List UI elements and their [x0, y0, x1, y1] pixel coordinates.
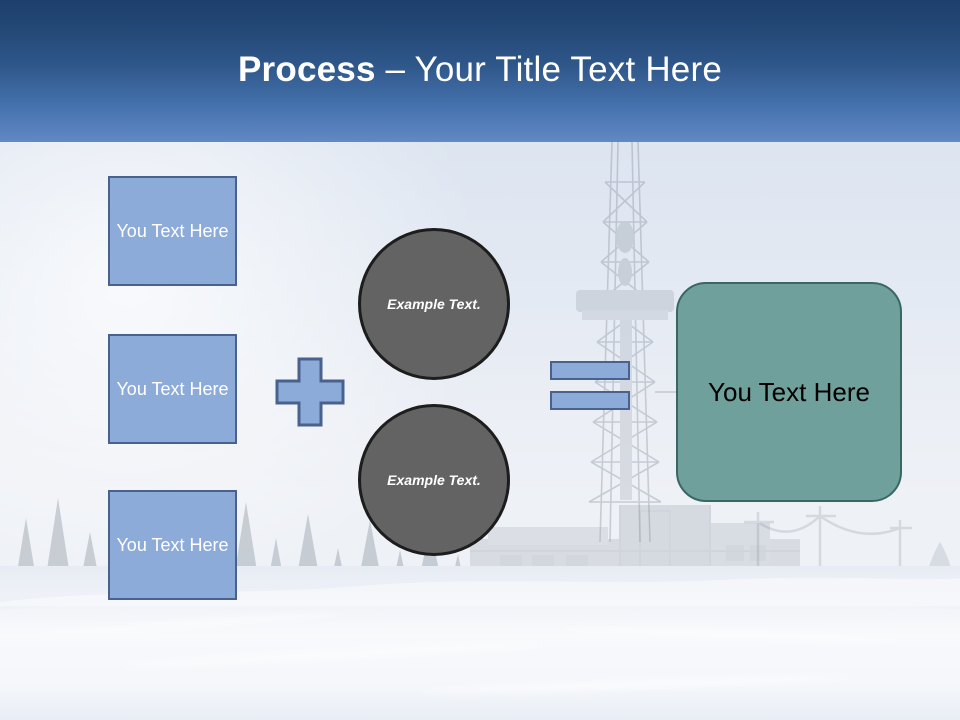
page-title: Process – Your Title Text Here — [0, 48, 960, 92]
input-box-2-label: You Text Here — [116, 379, 229, 399]
snow-road — [0, 596, 960, 720]
input-box-1-label: You Text Here — [116, 221, 229, 241]
modifier-circle-2-label: Example Text. — [387, 471, 481, 488]
equals-sign-icon — [550, 361, 630, 411]
input-box-3-label: You Text Here — [116, 535, 229, 555]
equals-bar-top — [550, 361, 630, 380]
result-box-label: You Text Here — [708, 376, 870, 407]
drilling-derrick-image — [560, 142, 690, 542]
result-box[interactable]: You Text Here — [676, 282, 902, 502]
modifier-circle-1[interactable]: Example Text. — [358, 228, 510, 380]
modifier-circle-2[interactable]: Example Text. — [358, 404, 510, 556]
page-title-rest: – Your Title Text Here — [375, 50, 722, 89]
input-box-3[interactable]: You Text Here — [108, 490, 237, 600]
modifier-circle-1-label: Example Text. — [387, 295, 481, 312]
input-box-2[interactable]: You Text Here — [108, 334, 237, 444]
page-title-emphasis: Process — [238, 50, 376, 89]
input-box-1[interactable]: You Text Here — [108, 176, 237, 286]
equals-bar-bottom — [550, 391, 630, 410]
slide-header-band — [0, 0, 960, 142]
plus-sign-icon — [275, 357, 345, 427]
